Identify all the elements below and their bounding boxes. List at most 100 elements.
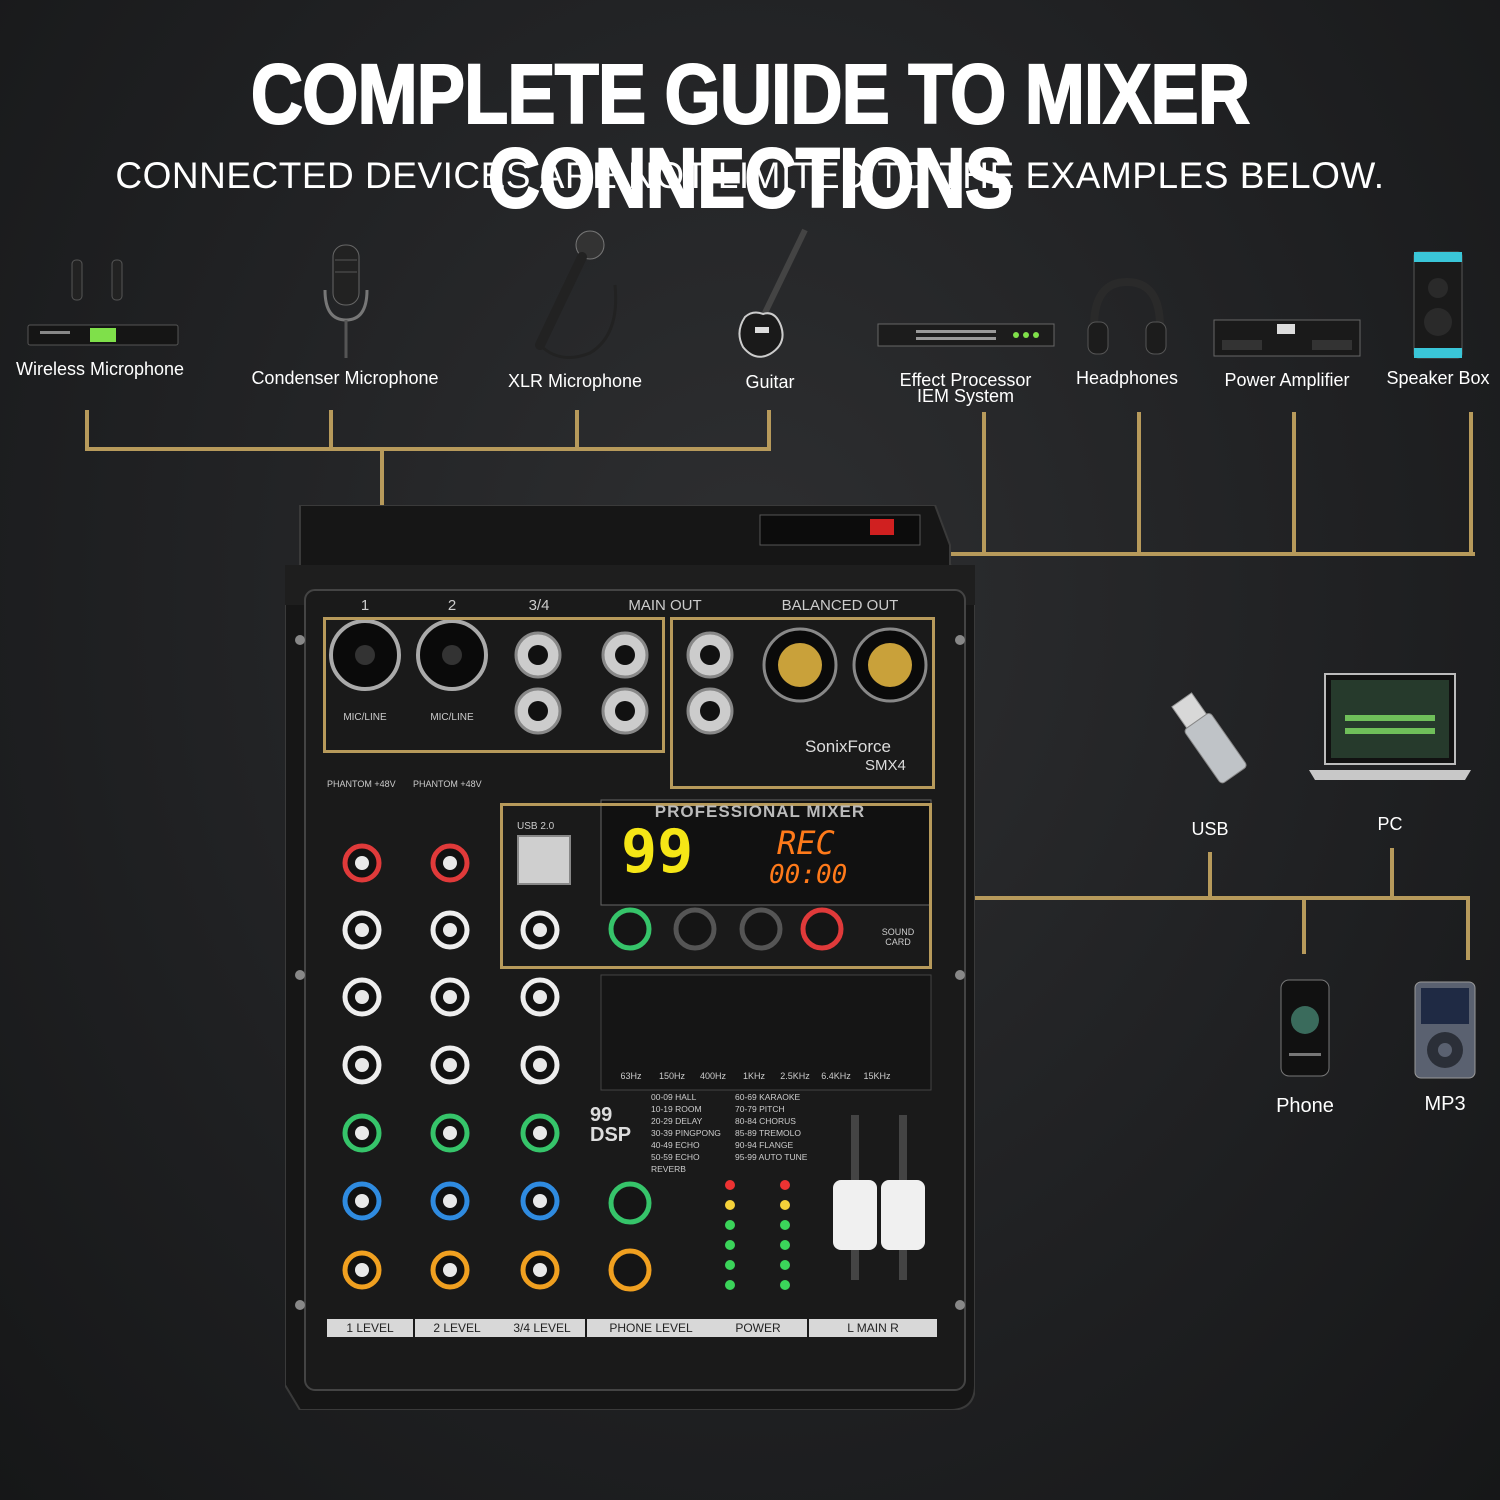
connector-wire bbox=[1208, 852, 1212, 898]
bottom-label: 1 LEVEL bbox=[327, 1319, 413, 1337]
device-usb-stick: USB bbox=[1150, 680, 1270, 838]
dsp-effect-item: 95-99 AUTO TUNE bbox=[735, 1152, 808, 1162]
page-title: COMPLETE GUIDE TO MIXER CONNECTIONS bbox=[250, 47, 1251, 225]
connector-wire bbox=[1390, 848, 1394, 898]
device-label: Headphones bbox=[1075, 368, 1179, 388]
eq-frequency-label: 15KHz bbox=[863, 1071, 891, 1081]
device-phone: Phone bbox=[1255, 978, 1355, 1117]
dsp-label: 99 DSP bbox=[590, 1104, 632, 1146]
connector-wire bbox=[1466, 896, 1470, 960]
knob[interactable] bbox=[608, 1181, 652, 1225]
device-label: XLR Microphone bbox=[507, 371, 643, 391]
effect-processor-icon bbox=[877, 323, 1054, 347]
channel-header-1: 1 bbox=[360, 597, 370, 614]
usb-port-label: USB 2.0 bbox=[517, 821, 555, 832]
main-fader[interactable] bbox=[833, 1180, 877, 1250]
device-pc: PC bbox=[1300, 670, 1480, 833]
page-subtitle: CONNECTED DEVICES ARE NOT LIMITED TO THE… bbox=[115, 155, 1385, 196]
bottom-label: POWER bbox=[709, 1319, 807, 1337]
device-power-amplifier: Power Amplifier bbox=[1212, 310, 1362, 389]
phantom-label-2: PHANTOM +48V bbox=[413, 779, 482, 789]
device-speaker-box: Speaker Box bbox=[1382, 248, 1494, 387]
condenser-microphone-icon bbox=[323, 244, 369, 358]
device-label: MP3 bbox=[1424, 1093, 1466, 1115]
mic-line-label-2: MIC/LINE bbox=[430, 712, 474, 723]
dsp-effect-item: 10-19 ROOM bbox=[651, 1104, 702, 1114]
device-headphones: Headphones bbox=[1072, 272, 1182, 387]
connector-wire bbox=[329, 410, 333, 450]
model-name: SMX4 bbox=[865, 757, 906, 774]
knob[interactable] bbox=[608, 907, 652, 951]
connector-wire bbox=[575, 410, 579, 450]
output-jacks-highlight bbox=[670, 617, 935, 789]
eq-frequency-label: 400Hz bbox=[699, 1071, 726, 1081]
guitar-icon bbox=[738, 228, 808, 358]
device-condenser-microphone: Condenser Microphone bbox=[245, 240, 445, 387]
usb-b-port[interactable] bbox=[517, 835, 571, 885]
dsp-effect-item: 20-29 DELAY bbox=[651, 1116, 703, 1126]
dsp-effect-item: 50-59 ECHO REVERB bbox=[651, 1152, 700, 1174]
brand-name: SonixForce bbox=[805, 737, 891, 756]
eq-frequency-label: 150Hz bbox=[658, 1071, 685, 1081]
connector-wire bbox=[1137, 412, 1141, 554]
knob[interactable] bbox=[608, 1248, 652, 1292]
speaker-box-icon bbox=[1413, 251, 1463, 359]
mixer-body bbox=[284, 504, 976, 1411]
channel-header-balanced-out: BALANCED OUT bbox=[781, 597, 899, 614]
device-label-line2: IEM System bbox=[916, 386, 1014, 406]
display-time: 00:00 bbox=[769, 860, 848, 890]
dsp-effect-item: 40-49 ECHO bbox=[651, 1140, 700, 1150]
channel-header-main-out: MAIN OUT bbox=[628, 597, 702, 614]
phone-icon bbox=[1280, 979, 1330, 1077]
connector-wire bbox=[1469, 412, 1473, 554]
input-jacks-highlight bbox=[323, 617, 665, 753]
device-label: Wireless Microphone bbox=[15, 359, 185, 379]
mp3-player-icon bbox=[1414, 981, 1476, 1079]
sound-card-label: SOUND CARD bbox=[881, 927, 915, 947]
usb-stick-icon bbox=[1171, 692, 1247, 784]
dsp-effect-item: 00-09 HALL bbox=[651, 1092, 697, 1102]
dsp-effect-item: 80-84 CHORUS bbox=[735, 1116, 796, 1126]
phantom-label-1: PHANTOM +48V bbox=[327, 779, 396, 789]
device-wireless-microphone: Wireless Microphone bbox=[10, 255, 190, 378]
main-fader[interactable] bbox=[881, 1180, 925, 1250]
dsp-effect-item: 70-79 PITCH bbox=[735, 1104, 785, 1114]
device-mp3: MP3 bbox=[1400, 980, 1490, 1115]
mic-line-label-1: MIC/LINE bbox=[343, 712, 387, 723]
eq-frequency-label: 1KHz bbox=[742, 1071, 765, 1081]
knob[interactable] bbox=[673, 907, 717, 951]
dsp-effect-item: 90-94 FLANGE bbox=[735, 1140, 794, 1150]
device-guitar: Guitar bbox=[715, 222, 825, 391]
bottom-label: PHONE LEVEL bbox=[587, 1319, 715, 1337]
xlr-microphone-icon bbox=[535, 230, 618, 359]
connector-wire bbox=[1292, 412, 1296, 554]
eq-frequency-label: 6.4KHz bbox=[821, 1071, 851, 1081]
channel-header-34: 3/4 bbox=[528, 597, 550, 614]
device-label: Effect Processor bbox=[899, 370, 1032, 390]
power-amplifier-icon bbox=[1213, 319, 1361, 357]
connector-wire bbox=[1302, 896, 1306, 954]
panel-title: PROFESSIONAL MIXER bbox=[654, 802, 866, 821]
device-label: Guitar bbox=[745, 372, 795, 392]
headphones-icon bbox=[1087, 277, 1167, 355]
knob[interactable] bbox=[800, 907, 844, 951]
dsp-effect-item: 60-69 KARAOKE bbox=[735, 1092, 801, 1102]
device-label: PC bbox=[1377, 814, 1403, 834]
wireless-microphone-icon bbox=[27, 259, 179, 346]
device-xlr-microphone: XLR Microphone bbox=[500, 225, 650, 390]
connector-wire bbox=[767, 410, 771, 450]
device-label: Power Amplifier bbox=[1224, 370, 1350, 390]
input-bus-wire bbox=[85, 447, 771, 451]
usb-panel-highlight bbox=[500, 803, 932, 969]
device-label: Condenser Microphone bbox=[251, 368, 439, 388]
bottom-label: 2 LEVEL bbox=[415, 1319, 499, 1337]
device-label: Speaker Box bbox=[1386, 368, 1490, 388]
display-number: 99 bbox=[621, 817, 694, 887]
device-label: Phone bbox=[1276, 1095, 1334, 1117]
usb-bus-wire bbox=[932, 896, 1470, 900]
channel-header-2: 2 bbox=[447, 597, 457, 614]
device-label: USB bbox=[1191, 819, 1229, 839]
knob[interactable] bbox=[739, 907, 783, 951]
audio-mixer: 1 2 3/4 MAIN OUT BALANCED OUT MIC/LINE M… bbox=[284, 504, 976, 1411]
eq-frequency-label: 63Hz bbox=[620, 1071, 642, 1081]
